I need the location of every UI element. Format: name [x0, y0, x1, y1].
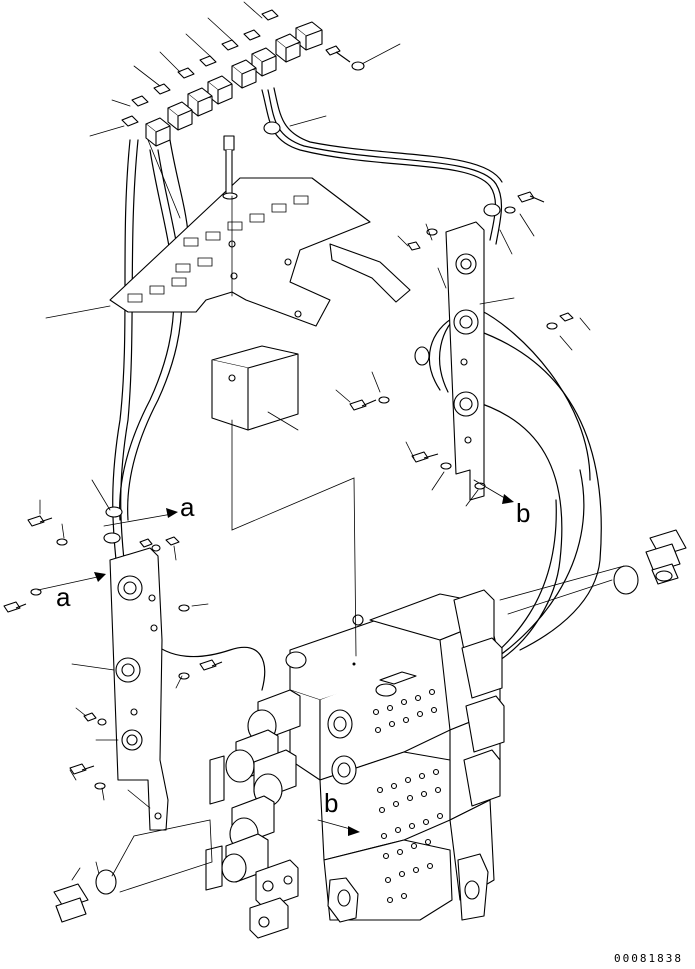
drawing-number: 00081838 [614, 952, 683, 965]
left-bracket [109, 547, 169, 831]
callout-b-right: b [516, 498, 530, 528]
right-leaders [45, 115, 591, 511]
control-valve [285, 589, 505, 923]
callout-arrows [94, 494, 514, 836]
top-connectors [89, 1, 401, 147]
right-hardware [349, 191, 574, 490]
wire-clamps [103, 121, 501, 544]
left-hardware [3, 515, 223, 790]
solenoid-valves [205, 689, 301, 939]
wire-harness [112, 87, 602, 691]
callout-a-lower: a [56, 582, 71, 612]
upper-mounting-plate [109, 177, 411, 327]
callout-b-valve: b [324, 788, 338, 818]
spacer-block [211, 345, 299, 431]
pressure-switch-left [53, 869, 117, 923]
long-bolt [222, 135, 238, 200]
left-leaders [39, 499, 209, 881]
callout-a-upper: a [180, 492, 195, 522]
right-bracket [445, 221, 485, 501]
pressure-switch-right [613, 529, 687, 595]
